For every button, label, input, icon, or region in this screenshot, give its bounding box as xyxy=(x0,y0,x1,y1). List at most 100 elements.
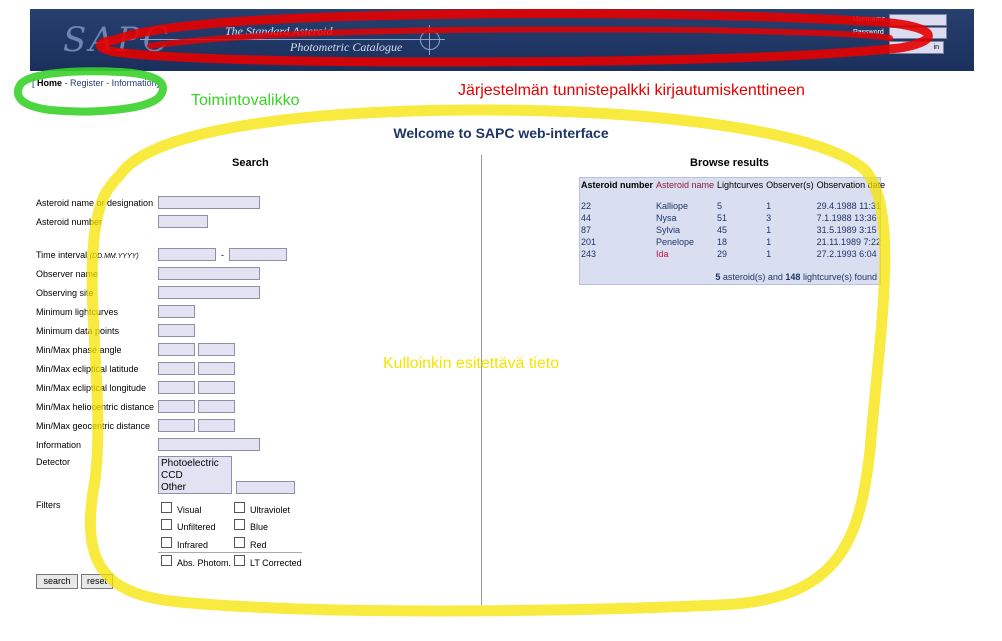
table-row[interactable]: 201 Penelope 18 1 21.11.1989 7:22 xyxy=(580,236,887,248)
col-lightcurves[interactable]: Lightcurves xyxy=(717,180,764,190)
cell-number: 243 xyxy=(581,249,597,259)
reset-button[interactable]: reset xyxy=(81,574,113,589)
filter-red-checkbox[interactable] xyxy=(234,537,245,548)
filter-separator xyxy=(158,552,302,553)
time-interval-text: Time interval xyxy=(36,250,88,260)
cell-name-link[interactable]: Sylvia xyxy=(656,225,681,235)
cell-lightcurves: 45 xyxy=(717,225,728,235)
browse-heading: Browse results xyxy=(690,157,769,169)
ecl-longitude-max-input[interactable] xyxy=(198,381,235,394)
observer-name-input[interactable] xyxy=(158,267,260,280)
detector-option[interactable]: Photoelectric xyxy=(161,458,219,469)
ecl-latitude-max-input[interactable] xyxy=(198,362,235,375)
time-start-input[interactable] xyxy=(158,248,216,261)
detector-option[interactable]: CCD xyxy=(161,470,183,481)
filter-unfiltered-checkbox[interactable] xyxy=(161,519,172,530)
menu-register-link[interactable]: Register xyxy=(70,78,104,88)
cell-date: 31.5.1989 3:15 xyxy=(816,225,877,235)
geo-distance-min-input[interactable] xyxy=(158,419,195,432)
detector-label: Detector xyxy=(36,457,71,467)
phase-angle-label: Min/Max phase angle xyxy=(36,345,122,355)
observing-site-label: Observing site xyxy=(36,288,94,298)
abs-photom-checkbox[interactable] xyxy=(161,555,172,566)
table-row[interactable]: 87 Sylvia 45 1 31.5.1989 3:15 xyxy=(580,224,887,236)
asteroid-number-input[interactable] xyxy=(158,215,208,228)
table-row[interactable]: 44 Nysa 51 3 7.1.1988 13:36 xyxy=(580,212,887,224)
cell-name-link[interactable]: Penelope xyxy=(656,237,695,247)
menu-home-link[interactable]: Home xyxy=(37,78,63,88)
filter-blue-label: Blue xyxy=(250,522,269,532)
detector-other-input[interactable] xyxy=(236,481,295,494)
table-row[interactable]: 243 Ida 29 1 27.2.1993 6:04 xyxy=(580,248,887,260)
filter-ultraviolet-checkbox[interactable] xyxy=(234,502,245,513)
menu-bracket-close: ] xyxy=(156,78,160,88)
col-observation-date[interactable]: Observation date xyxy=(816,180,886,190)
filter-blue-checkbox[interactable] xyxy=(234,519,245,530)
time-format-hint: (DD.MM.YYYY) xyxy=(89,253,139,260)
information-label: Information xyxy=(36,440,82,450)
ecl-latitude-min-input[interactable] xyxy=(158,362,195,375)
crosshair-icon xyxy=(415,25,445,55)
time-end-input[interactable] xyxy=(229,248,287,261)
filter-unfiltered-label: Unfiltered xyxy=(177,522,216,532)
cell-number: 87 xyxy=(581,225,592,235)
table-row[interactable]: 22 Kalliope 5 1 29.4.1988 11:31 xyxy=(580,200,887,212)
detector-option[interactable]: Other xyxy=(161,482,187,493)
min-lightcurves-input[interactable] xyxy=(158,305,195,318)
filter-infrared-checkbox[interactable] xyxy=(161,537,172,548)
password-input[interactable] xyxy=(889,27,947,39)
filter-visual-checkbox[interactable] xyxy=(161,502,172,513)
results-panel: Asteroid number Asteroid name Lightcurve… xyxy=(579,177,885,285)
lt-corrected-label: LT Corrected xyxy=(250,558,302,568)
column-divider xyxy=(481,155,482,605)
cell-name-link[interactable]: Kalliope xyxy=(656,201,689,211)
min-datapoints-input[interactable] xyxy=(158,324,195,337)
col-asteroid-number[interactable]: Asteroid number xyxy=(581,180,654,190)
detector-select[interactable]: Photoelectric CCD Other xyxy=(158,456,232,494)
annotation-green-text: Toimintovalikko xyxy=(191,92,300,109)
filters-label: Filters xyxy=(36,500,61,510)
login-button[interactable]: in xyxy=(889,41,944,54)
ecl-longitude-min-input[interactable] xyxy=(158,381,195,394)
cell-observers: 1 xyxy=(766,249,772,259)
col-observers[interactable]: Observer(s) xyxy=(766,180,814,190)
menu-information-link[interactable]: Information xyxy=(111,78,157,88)
cell-lightcurves: 51 xyxy=(717,213,728,223)
tagline-line-2: Photometric Catalogue xyxy=(290,40,403,54)
cell-lightcurves: 5 xyxy=(717,201,723,211)
phase-angle-min-input[interactable] xyxy=(158,343,195,356)
lightcurve-count: 148 xyxy=(785,272,801,282)
col-asteroid-name[interactable]: Asteroid name xyxy=(656,180,715,190)
lightcurve-count-text: lightcurve(s) found xyxy=(800,272,877,282)
geo-distance-max-input[interactable] xyxy=(198,419,235,432)
observing-site-input[interactable] xyxy=(158,286,260,299)
filter-infrared-label: Infrared xyxy=(177,540,209,550)
information-input[interactable] xyxy=(158,438,260,451)
search-heading: Search xyxy=(232,157,269,169)
time-interval-label: Time interval (DD.MM.YYYY) xyxy=(36,250,139,260)
cell-date: 7.1.1988 13:36 xyxy=(816,213,877,223)
cell-lightcurves: 18 xyxy=(717,237,728,247)
helio-distance-max-input[interactable] xyxy=(198,400,235,413)
search-button[interactable]: search xyxy=(36,574,78,589)
cell-name-link[interactable]: Nysa xyxy=(656,213,677,223)
min-datapoints-label: Minimum data points xyxy=(36,326,120,336)
ecl-longitude-label: Min/Max ecliptical longitude xyxy=(36,383,147,393)
cell-number: 44 xyxy=(581,213,592,223)
min-lightcurves-label: Minimum lightcurves xyxy=(36,307,119,317)
phase-angle-max-input[interactable] xyxy=(198,343,235,356)
cell-observers: 1 xyxy=(766,201,772,211)
cell-date: 21.11.1989 7:22 xyxy=(816,237,881,247)
menu-separator: - xyxy=(62,78,71,88)
filter-red-label: Red xyxy=(250,540,267,550)
lt-corrected-checkbox[interactable] xyxy=(234,555,245,566)
asteroid-number-label: Asteroid number xyxy=(36,217,103,227)
cell-name-link[interactable]: Ida xyxy=(656,249,669,259)
asteroid-name-input[interactable] xyxy=(158,196,260,209)
header-banner: SAPC The Standard Asteroid Photometric C… xyxy=(30,9,974,71)
helio-distance-label: Min/Max heliocentric distance xyxy=(36,402,155,412)
username-input[interactable] xyxy=(889,14,947,26)
sapc-logo: SAPC xyxy=(63,20,172,60)
helio-distance-min-input[interactable] xyxy=(158,400,195,413)
cell-observers: 3 xyxy=(766,213,772,223)
